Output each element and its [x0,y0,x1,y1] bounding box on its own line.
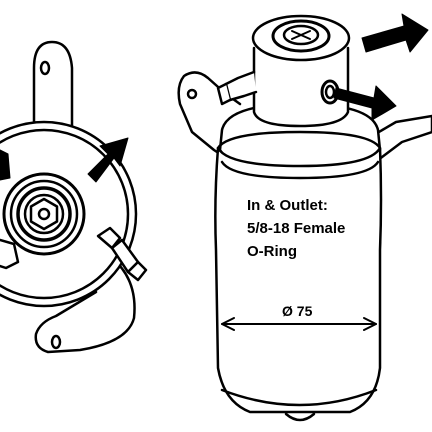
lower-bracket-hole [50,334,62,350]
annotation-line-thread-size: 5/8-18 Female [247,220,346,237]
center-hex-nut [29,197,59,231]
fitting-ring-4 [23,193,65,235]
diameter-dimension [221,317,377,331]
bracket-bolt-hole [186,88,198,100]
drier-rim [0,128,130,300]
inlet-arrow-icon [0,149,11,181]
dimension-arrow-left [221,317,235,331]
side-view [177,13,432,422]
right-fitting [96,226,122,250]
head-block [252,46,350,128]
dimension-arrow-right [363,317,377,331]
fitting-outer-ring [2,172,86,256]
band-upper-line [216,130,382,150]
band-lower-line [220,160,380,180]
right-bracket-arm [370,114,432,162]
sight-glass-cross [291,30,311,40]
outlet-arrow-icon [333,85,397,121]
upper-mounting-tab [32,40,74,137]
outlet-port-inner [324,84,336,100]
center-hole [37,207,51,221]
sight-glass-ring [271,19,331,53]
inlet-arrow-icon [361,13,429,53]
cylinder-bottom-curve [220,388,378,407]
top-view [0,40,148,354]
outlet-arrow-icon [87,137,129,183]
right-fitting-tip [126,260,148,282]
sight-glass-inner [282,24,320,46]
bottom-drain [284,412,316,422]
left-fitting [0,238,20,270]
annotation-line-inlet-outlet: In & Outlet: [247,197,328,214]
lower-mounting-bracket [34,256,136,354]
pressure-fitting [224,70,258,102]
annotation-line-o-ring: O-Ring [247,243,297,260]
pressure-fitting-cap [216,82,232,106]
head-top [251,14,351,62]
diameter-label: Ø 75 [282,303,313,319]
drier-cylinder [214,146,383,414]
upper-tab-hole [39,60,51,76]
fitting-ring-2 [9,179,79,249]
fitting-ring-3 [16,186,72,242]
